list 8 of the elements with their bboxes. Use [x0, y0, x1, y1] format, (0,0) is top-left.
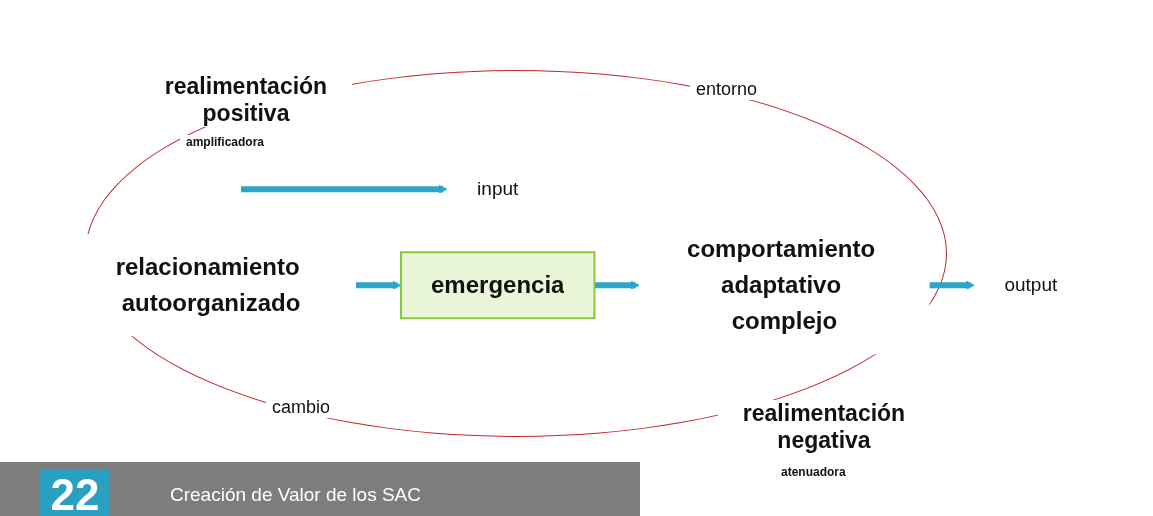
slide-number: 22: [40, 470, 110, 516]
arrow: [929, 281, 975, 290]
node-text: output: [1004, 274, 1058, 296]
arrow: [240, 185, 448, 195]
caption-text: Creación de Valor de los SAC: [170, 484, 421, 506]
arrow: [594, 281, 640, 290]
node-box: emergencia: [399, 251, 596, 320]
node-text: input: [476, 178, 519, 200]
